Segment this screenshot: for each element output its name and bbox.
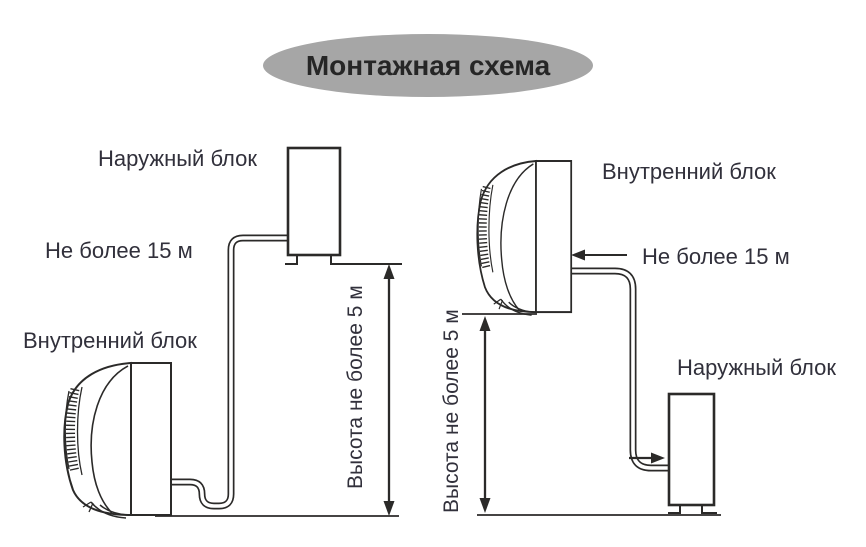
right-outdoor-unit [667, 392, 717, 514]
left-max-height-label: Высота не более 5 м [344, 285, 367, 489]
right-outdoor-unit-label: Наружный блок [677, 355, 836, 380]
left-outdoor-unit [285, 146, 402, 265]
right-pipe [571, 267, 670, 472]
right-indoor-unit [477, 161, 571, 315]
left-max-distance-label: Не более 15 м [45, 238, 193, 263]
left-height-arrow [383, 264, 395, 516]
page-title: Монтажная схема [305, 49, 551, 81]
right-indoor-unit-label: Внутренний блок [602, 159, 776, 184]
distance-arrow [571, 249, 627, 261]
title-ellipse: Монтажная схема [263, 34, 593, 97]
left-indoor-unit-label: Внутренний блок [23, 328, 197, 353]
right-max-height-label: Высота не более 5 м [440, 309, 463, 513]
left-outdoor-unit-label: Наружный блок [98, 146, 257, 171]
left-scheme [64, 146, 402, 518]
right-height-arrow [479, 316, 491, 513]
right-scheme [462, 161, 721, 516]
pipe-direction-arrow [629, 452, 665, 464]
left-pipe [171, 234, 288, 510]
left-indoor-unit [64, 363, 171, 518]
right-max-distance-label: Не более 15 м [642, 244, 790, 269]
